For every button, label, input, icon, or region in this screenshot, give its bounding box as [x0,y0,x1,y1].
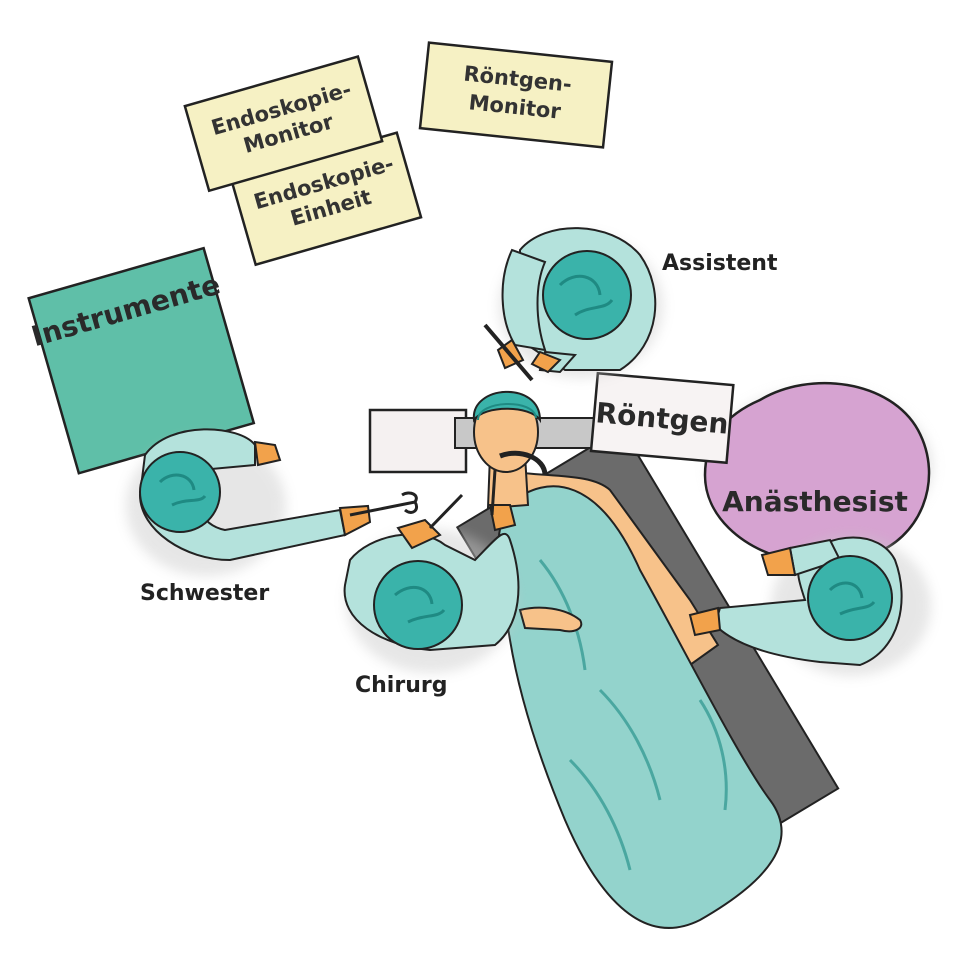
roentgen-c-arm: Röntgen [370,373,733,472]
anaesthesist-label: Anästhesist [722,485,908,518]
roentgen-monitor-box: Röntgen- Monitor [420,43,612,148]
chirurg-label: Chirurg [355,673,447,698]
chirurg-person: Chirurg [345,470,519,698]
schwester-label: Schwester [140,581,269,606]
assistent-person: Assistent [485,228,778,380]
anaesthesia-area: Anästhesist [705,383,932,560]
assistent-label: Assistent [662,251,778,276]
